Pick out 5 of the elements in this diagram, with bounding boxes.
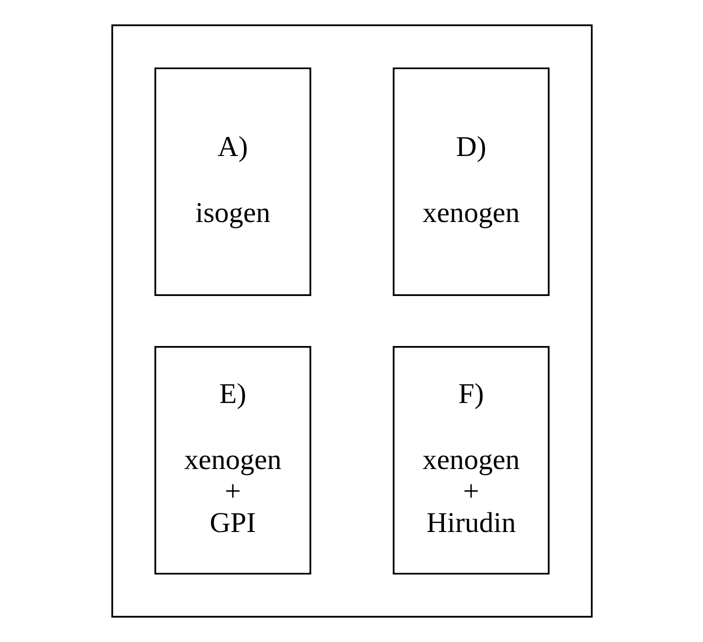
node-box: D) xenogen [392, 67, 550, 296]
node-box: F) xenogen + Hirudin [392, 346, 550, 575]
cluster [110, 24, 592, 618]
node-box: E) xenogen + GPI [154, 346, 311, 575]
node-box: A) isogen [154, 67, 311, 296]
